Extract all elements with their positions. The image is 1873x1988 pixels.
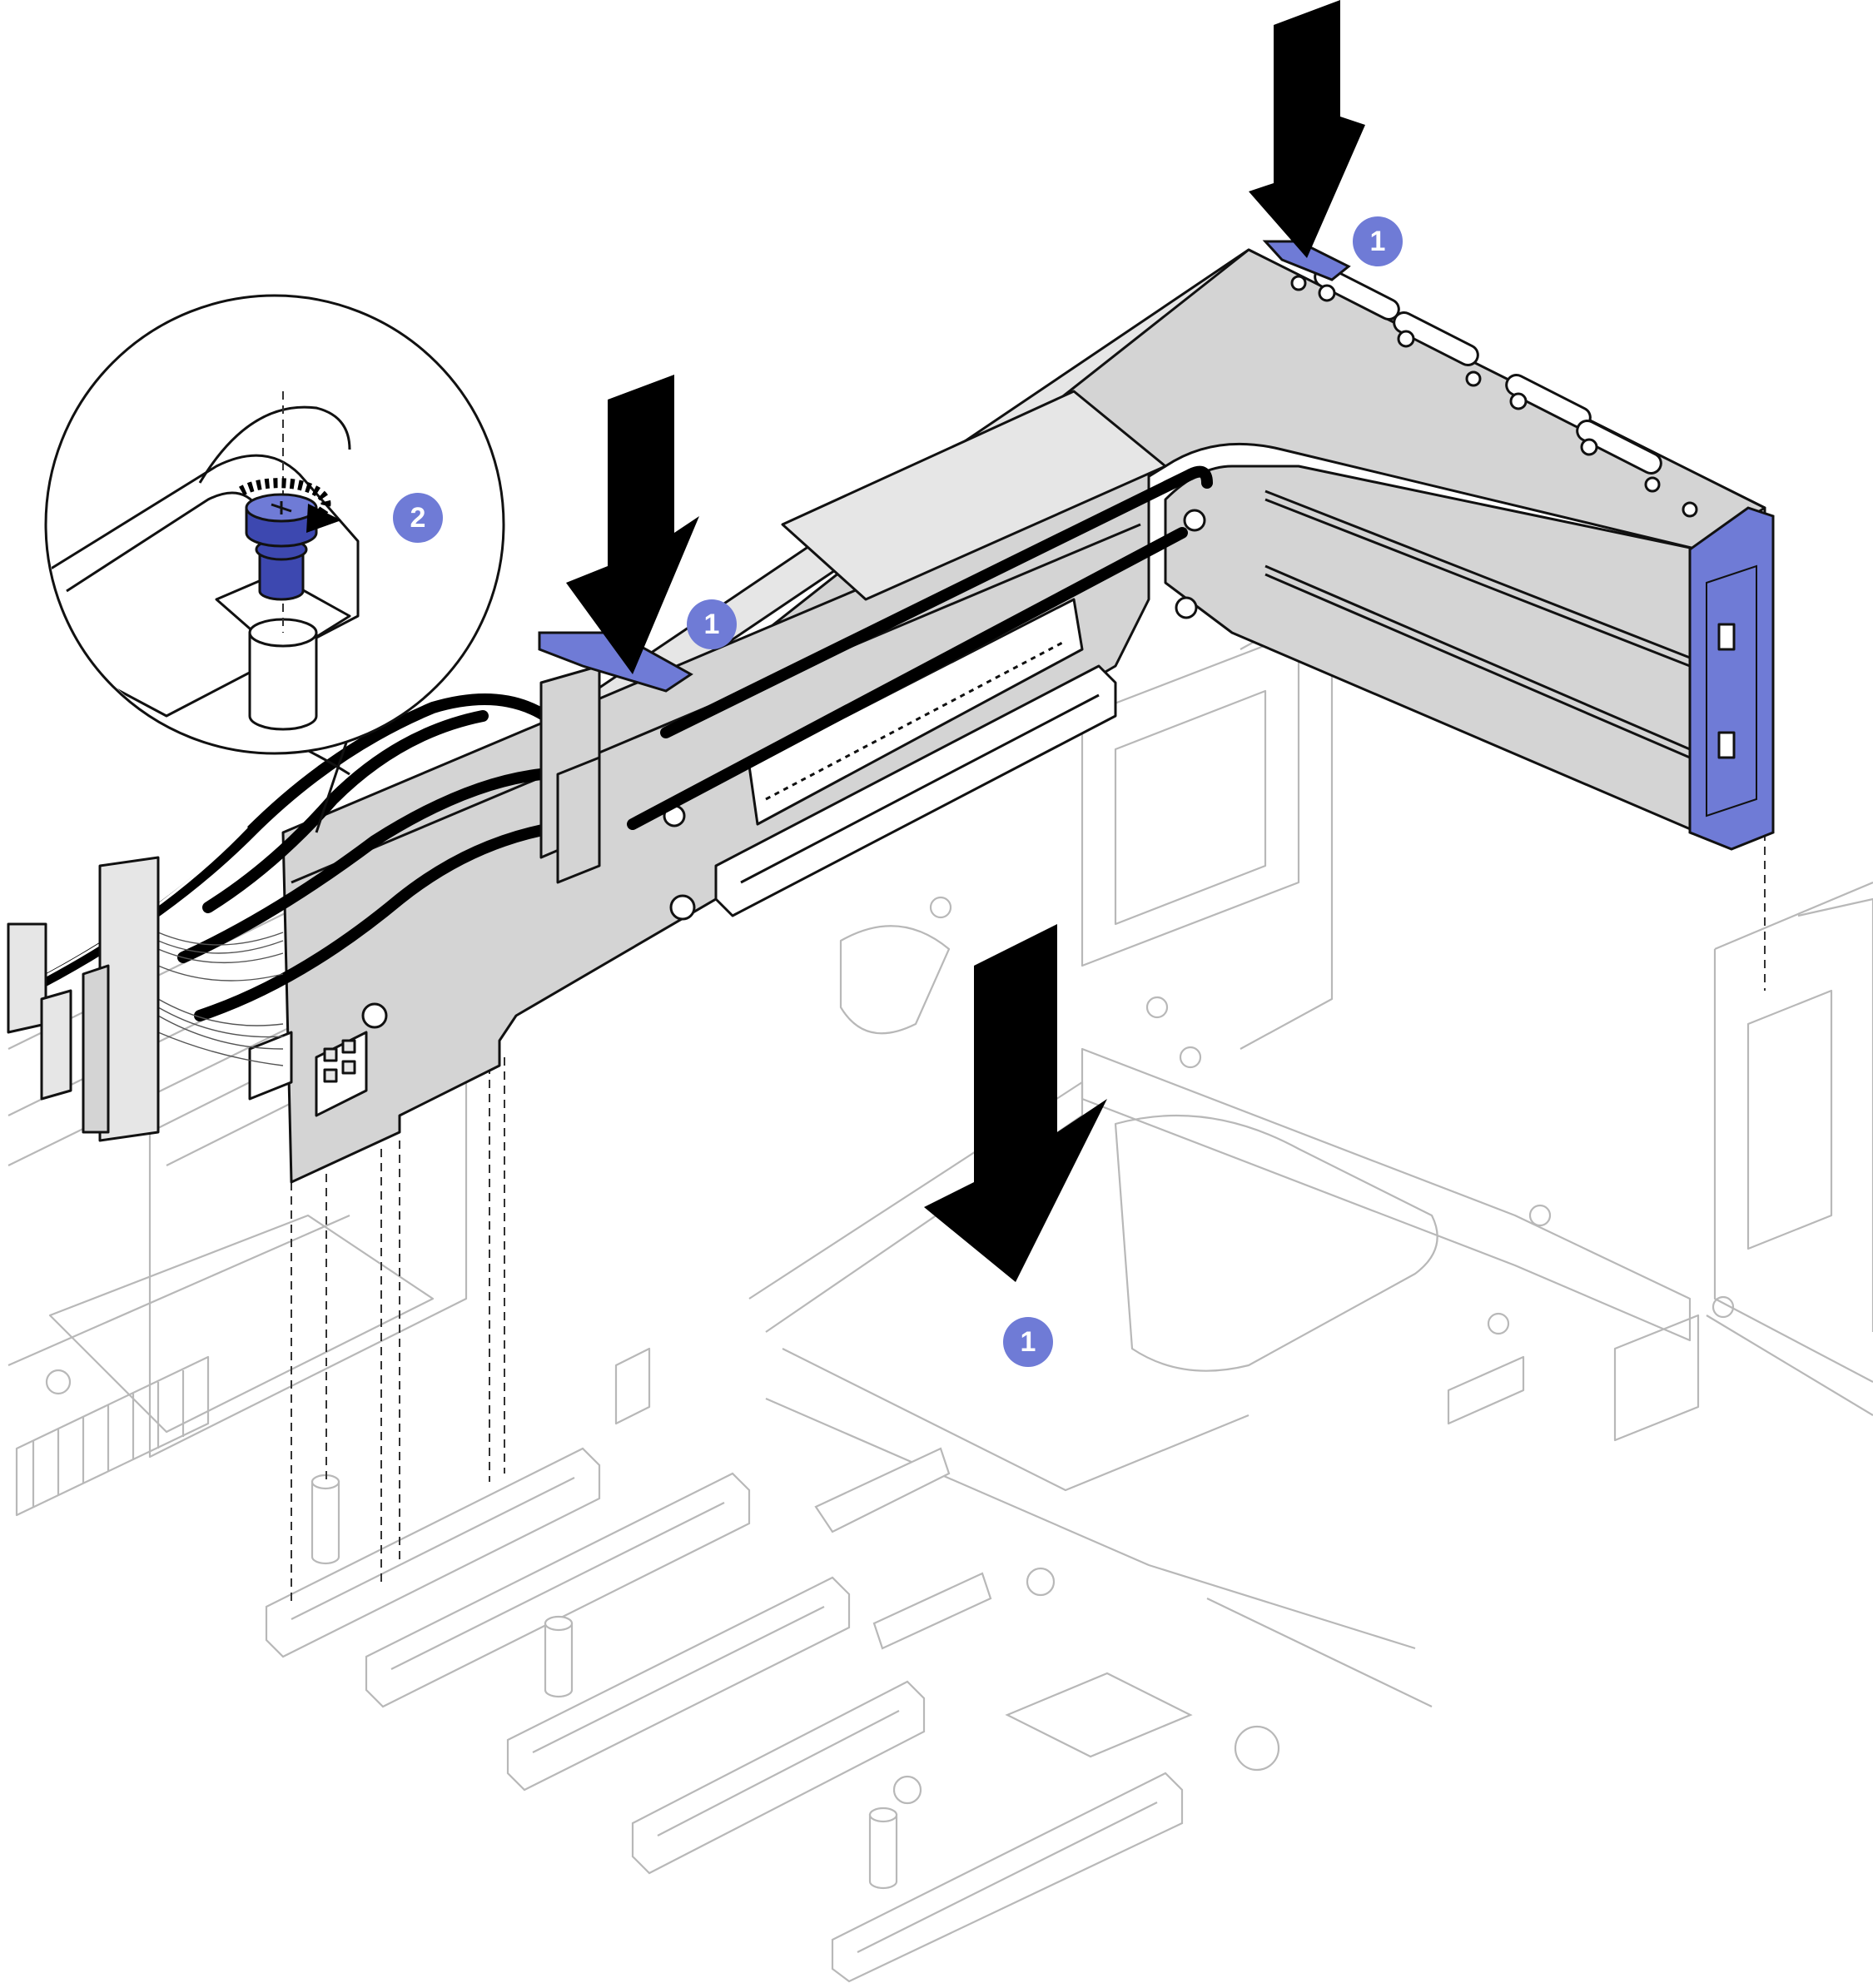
callout-label: 1 — [704, 609, 720, 640]
riser-pcie-slot — [714, 598, 1117, 917]
ribbon-wire-bundle — [157, 932, 284, 1066]
callout-label: 1 — [1370, 226, 1386, 257]
callout-2-thumbscrew: 2 — [393, 493, 443, 543]
rotate-arrow-icon — [238, 478, 341, 533]
callout-label: 1 — [1021, 1326, 1036, 1358]
down-arrow-icon — [1249, 0, 1365, 258]
heatsink — [15, 1355, 210, 1517]
alignment-guides — [291, 832, 1766, 1607]
cage-slot-holes — [1290, 265, 1698, 518]
callout-1-bottom: 1 — [1003, 1317, 1053, 1367]
motherboard-pcie-slots — [265, 1314, 1700, 1983]
callout-label: 2 — [410, 502, 426, 534]
callout-1-top-right: 1 — [1353, 216, 1403, 266]
riser-power-connector — [248, 1031, 368, 1117]
down-arrow-icon — [566, 375, 699, 674]
chassis-background — [7, 598, 1873, 1805]
blue-riser-latch — [1688, 506, 1775, 851]
down-arrow-icon — [924, 924, 1107, 1282]
riser-cage — [248, 248, 1766, 1184]
callout-1-middle: 1 — [687, 599, 737, 649]
thumbscrew-icon — [245, 493, 318, 601]
blue-touch-tabs — [538, 240, 1351, 693]
magnifier-circle — [44, 294, 505, 833]
cable-connectors — [7, 664, 601, 1142]
down-arrows — [566, 0, 1365, 1282]
